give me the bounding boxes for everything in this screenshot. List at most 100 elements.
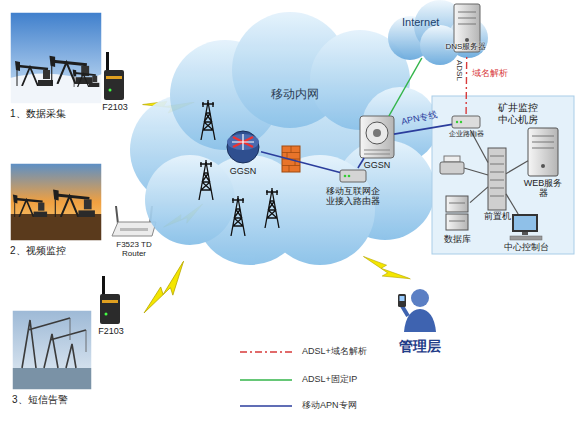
- database-server: 数据库: [444, 196, 470, 232]
- annotation-label: ADSL: [455, 60, 464, 81]
- console-icon: [514, 216, 536, 230]
- console-icon: [512, 214, 538, 232]
- node-label: 企业路由器: [444, 130, 488, 138]
- connector-line: [506, 161, 528, 174]
- connector-line: [465, 54, 467, 114]
- access-router-icon: [348, 175, 351, 178]
- photo-crane-site: [12, 368, 92, 390]
- photo-crane-site: [12, 310, 92, 390]
- database-icon: [449, 203, 465, 221]
- legend-text: ADSL+固定IP: [302, 374, 357, 384]
- web-server-icon: [528, 128, 558, 176]
- database-icon: [446, 196, 468, 230]
- ggsn-server-icon: [360, 116, 394, 158]
- access-router-icon: [340, 170, 366, 182]
- photo-panel: 3、短信告警: [12, 310, 92, 390]
- photo-panel: 1、数据采集: [10, 12, 102, 104]
- cell-tower: [199, 100, 279, 236]
- cell-tower: [231, 196, 245, 236]
- lightning-link: [362, 245, 411, 291]
- legend-samples: [240, 351, 292, 352]
- connector-line: [506, 194, 518, 214]
- modem-icon: [102, 276, 105, 296]
- lightning-link: [133, 261, 196, 315]
- photo-crane-site: [12, 310, 92, 390]
- web-server-icon: [528, 128, 558, 176]
- connector-line: [470, 187, 488, 203]
- legend-samples: [240, 352, 292, 406]
- router-icon: [120, 228, 148, 231]
- printer-icon: [440, 162, 464, 174]
- manager-person-icon: [398, 294, 406, 307]
- photo-oilfield-snow: [73, 70, 100, 88]
- photo-crane-site: [22, 318, 86, 368]
- modem-icon: [100, 276, 120, 324]
- photo-crane-site: [70, 318, 86, 352]
- modem-icon: [109, 89, 112, 92]
- node-label: 移动互联网企业接入路由器: [322, 186, 384, 207]
- mobile-cloud: [130, 12, 438, 265]
- connector-line: [261, 152, 340, 173]
- photo-oilfield-sunset: [10, 163, 102, 241]
- dns-server: DNS服务器: [452, 4, 482, 54]
- modem-icon: [104, 52, 124, 100]
- connector-line: [389, 58, 422, 116]
- photo-panel: 2、视频监控: [10, 163, 102, 241]
- cell-tower: [199, 160, 213, 200]
- printer-icon: [440, 156, 488, 175]
- access-router: 移动互联网企业接入路由器: [340, 168, 366, 184]
- modem-icon: [105, 313, 108, 316]
- modem-icon: [106, 52, 109, 72]
- console-icon: [522, 232, 528, 235]
- manager-person-icon: [402, 306, 408, 316]
- ggsn-router-icon: [227, 131, 259, 163]
- ggsn-server-icon: [366, 122, 388, 144]
- ggsn-server: GGSN: [360, 116, 394, 158]
- modem-icon: [102, 300, 118, 303]
- photo-oilfield-sunset: [10, 163, 102, 241]
- node-label: F2103: [91, 326, 131, 336]
- photo-oilfield-sunset: [53, 190, 95, 218]
- ggsn-server-icon: [373, 129, 381, 137]
- web-server-icon: [532, 136, 554, 148]
- ggsn-router-icon: [227, 131, 259, 163]
- legend-samples: [240, 405, 292, 406]
- ggsn-server-icon: [360, 116, 394, 158]
- rack-server-icon: [488, 148, 506, 210]
- printer-icon: [444, 156, 460, 162]
- photo-oilfield-sunset: [13, 195, 47, 218]
- database-icon: [446, 214, 468, 230]
- legend-text: ADSL+域名解析: [302, 346, 367, 356]
- modem-device: F2103: [104, 52, 126, 100]
- manager-person-icon: [398, 289, 436, 332]
- node-label: F2103: [95, 102, 135, 112]
- photo-oilfield-snow: [15, 61, 53, 86]
- web-server-icon: [541, 164, 545, 168]
- dns-server-icon: [465, 38, 469, 42]
- node-label: Internet: [402, 16, 462, 29]
- control-room: 矿井监控中心机房企业路由器前置机WEB服务器数据库中心控制台: [432, 96, 574, 254]
- manager-person-icon: [404, 309, 436, 332]
- enterprise-router-icon: [456, 121, 458, 123]
- enterprise-router-icon: [452, 116, 480, 128]
- modem-icon: [100, 294, 120, 324]
- internet-cloud: [388, 0, 488, 65]
- database-icon: [446, 196, 468, 212]
- manager-person-icon: [400, 296, 405, 301]
- node-label: 数据库: [440, 234, 474, 244]
- photo-oilfield-snow: [10, 12, 102, 104]
- photo-oilfield-snow: [10, 12, 102, 104]
- node-label: GGSN: [357, 160, 397, 170]
- node-label: 移动内网: [260, 88, 330, 102]
- router-device: F3523 TD Router: [112, 206, 156, 238]
- node-label: 1、数据采集: [10, 108, 110, 120]
- node-label: 矿井监控中心机房: [496, 102, 540, 125]
- ggsn-router-icon: [227, 134, 259, 150]
- node-label: F3523 TD Router: [111, 240, 157, 258]
- node-label: 2、视频监控: [10, 245, 110, 257]
- control-room-area: [432, 96, 574, 254]
- photo-oilfield-sunset: [10, 163, 102, 241]
